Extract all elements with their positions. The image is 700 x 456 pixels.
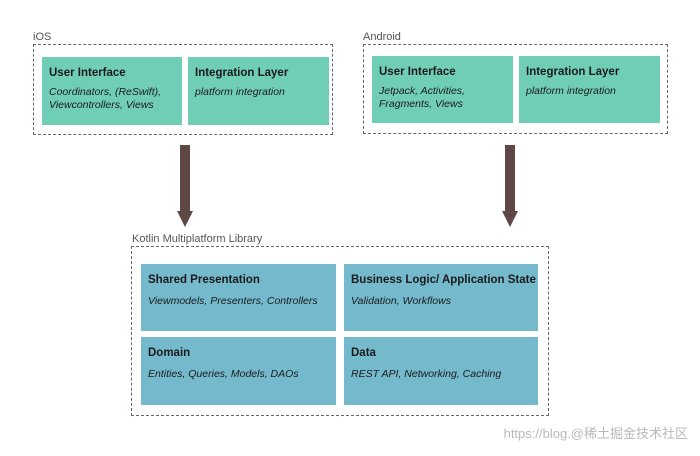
android-user-interface-box: User Interface Jetpack, Activities, Frag… — [372, 56, 513, 123]
business-logic-box: Business Logic/ Application State Valida… — [344, 264, 538, 331]
android-group-label: Android — [363, 31, 401, 43]
box-title: User Interface — [49, 67, 126, 79]
box-title: Data — [351, 347, 376, 359]
box-subtitle: REST API, Networking, Caching — [351, 368, 502, 380]
box-subtitle: platform integration — [195, 86, 285, 98]
watermark: https://blog.@稀土掘金技术社区 — [503, 426, 688, 441]
shared-presentation-box: Shared Presentation Viewmodels, Presente… — [141, 264, 336, 331]
ios-group-label: iOS — [33, 31, 52, 43]
box-subtitle: Jetpack, Activities, Fragments, Views — [379, 85, 465, 110]
ios-integration-layer-box: Integration Layer platform integration — [188, 57, 329, 125]
box-subtitle: platform integration — [526, 85, 616, 97]
ios-down-arrow — [177, 145, 193, 227]
kmp-group-label: Kotlin Multiplatform Library — [132, 233, 263, 245]
box-subtitle: Viewmodels, Presenters, Controllers — [148, 295, 318, 307]
android-integration-layer-box: Integration Layer platform integration — [519, 56, 660, 123]
box-title: Integration Layer — [526, 66, 620, 78]
ios-user-interface-box: User Interface Coordinators, (ReSwift), … — [42, 57, 182, 125]
android-group: User Interface Jetpack, Activities, Frag… — [363, 44, 668, 134]
box-title: User Interface — [379, 66, 456, 78]
box-title: Business Logic/ Application State — [351, 274, 536, 286]
box-title: Domain — [148, 347, 191, 359]
box-subtitle: Coordinators, (ReSwift), Viewcontrollers… — [49, 86, 162, 111]
box-subtitle: Entities, Queries, Models, DAOs — [148, 368, 299, 380]
ios-group: User Interface Coordinators, (ReSwift), … — [33, 44, 333, 135]
domain-box: Domain Entities, Queries, Models, DAOs — [141, 337, 336, 405]
box-title: Integration Layer — [195, 67, 289, 79]
android-down-arrow — [502, 145, 518, 227]
box-title: Shared Presentation — [148, 274, 260, 286]
kmp-group: Shared Presentation Viewmodels, Presente… — [131, 246, 549, 416]
data-box: Data REST API, Networking, Caching — [344, 337, 538, 405]
box-subtitle: Validation, Workflows — [351, 295, 451, 307]
